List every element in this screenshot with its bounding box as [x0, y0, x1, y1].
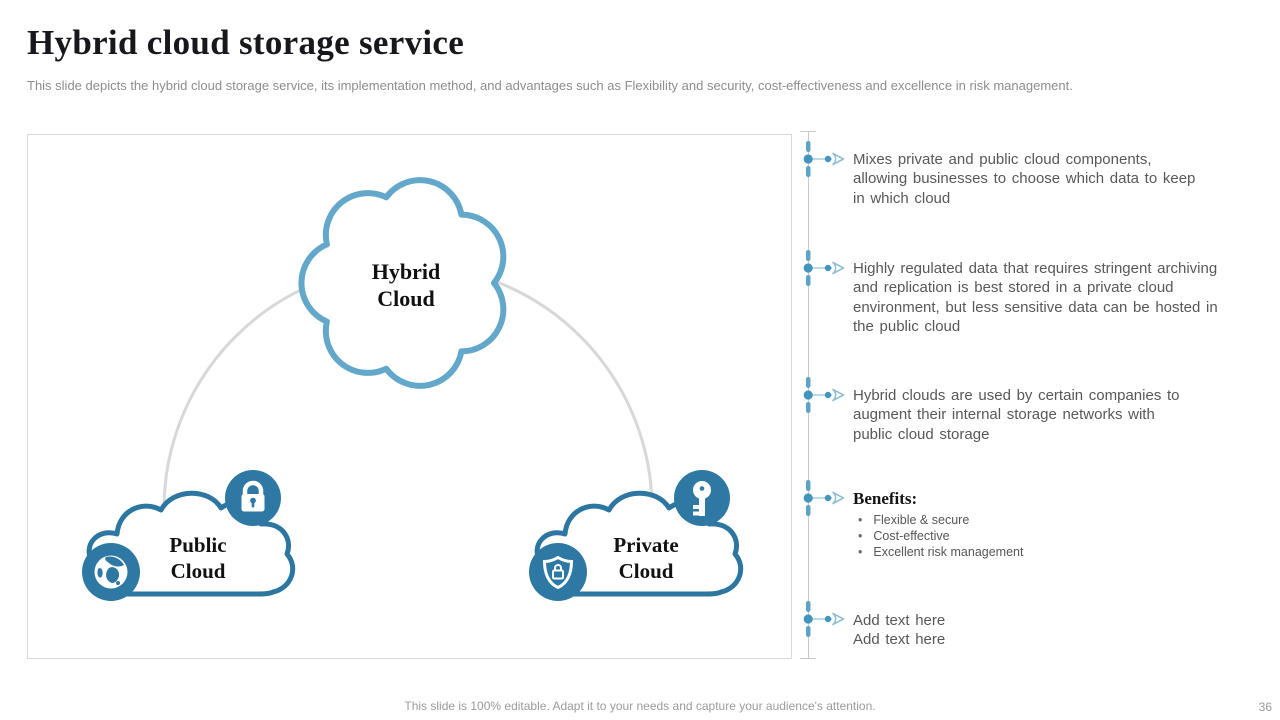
hybrid-cloud-diagram [82, 177, 744, 601]
benefit-item-label: Excellent risk management [873, 545, 1024, 559]
benefit-item: • Excellent risk management [858, 544, 1158, 560]
arrow-bullet-icon [803, 377, 845, 413]
benefits-list: • Flexible & secure • Cost-effective • E… [858, 512, 1158, 560]
lock-icon [225, 470, 281, 526]
footer-note: This slide is 100% editable. Adapt it to… [404, 699, 876, 713]
benefit-item: • Cost-effective [858, 528, 1158, 544]
spine-top-tick [800, 131, 816, 132]
bullet-item-5-placeholder: Add text here Add text here [853, 612, 946, 649]
page-title: Hybrid cloud storage service [27, 23, 465, 62]
benefit-item-label: Flexible & secure [873, 513, 970, 527]
shield-lock-icon [529, 543, 587, 601]
spine-bottom-tick [800, 658, 816, 659]
diagram-panel: Hybrid Cloud Public Cloud Private Cloud [27, 134, 792, 659]
arrow-bullet-icon [803, 601, 845, 637]
dot-bullet-icon: • [858, 513, 863, 527]
bullet-item-1: Mixes private and public cloud component… [853, 151, 1196, 207]
arrow-bullet-icon [803, 480, 845, 516]
private-cloud-label: Private Cloud [613, 533, 679, 583]
bullet-item-2: Highly regulated data that requires stri… [853, 260, 1218, 336]
public-cloud-label: Public Cloud [169, 533, 227, 583]
key-icon [674, 470, 730, 526]
slide-subtitle: This slide depicts the hybrid cloud stor… [27, 78, 1073, 93]
dot-bullet-icon: • [858, 529, 863, 543]
dot-bullet-icon: • [858, 545, 863, 559]
hybrid-cloud-shape [298, 177, 507, 389]
arrow-bullet-icon [803, 250, 845, 286]
hybrid-cloud-label: Hybrid Cloud [371, 259, 441, 311]
bullet-item-3: Hybrid clouds are used by certain compan… [853, 387, 1180, 443]
benefits-heading: Benefits: [853, 489, 918, 508]
benefit-item: • Flexible & secure [858, 512, 1158, 528]
page-number: 36 [1258, 700, 1272, 714]
globe-icon [82, 543, 140, 601]
arrow-bullet-icon [803, 141, 845, 177]
benefit-item-label: Cost-effective [873, 529, 950, 543]
